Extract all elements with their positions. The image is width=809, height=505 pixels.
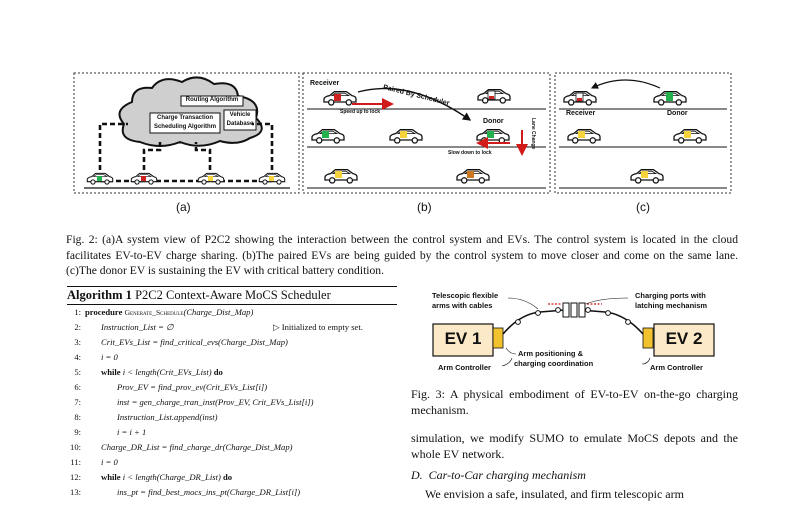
line-number: 5: bbox=[74, 367, 81, 377]
algorithm-line-3: 3: Crit_EVs_List = find_critical_evs(Cha… bbox=[67, 335, 397, 350]
algorithm-line-1: 1: procedure Generate_Schedule(Charge_Di… bbox=[67, 305, 397, 320]
algorithm-line-4: 4: i = 0 bbox=[67, 350, 397, 365]
while-condition: i < length(Crit_EVs_List) bbox=[122, 367, 212, 377]
algorithm-line-5: 5: while i < length(Crit_EVs_List) do bbox=[67, 365, 397, 380]
algorithm-line-9: 9: i = i + 1 bbox=[67, 425, 397, 440]
procedure-arg: (Charge_Dist_Map) bbox=[183, 307, 254, 317]
line-code: procedure Generate_Schedule(Charge_Dist_… bbox=[85, 305, 253, 320]
body-paragraph-2: We envision a safe, insulated, and firm … bbox=[425, 487, 684, 501]
figure-3-caption: Fig. 3: A physical embodiment of EV-to-E… bbox=[411, 387, 738, 417]
line-code: while i < length(Charge_DR_List) do bbox=[101, 470, 232, 485]
telescopic-label-1: Telescopic flexible bbox=[432, 291, 499, 300]
line-code: inst = gen_charge_tran_inst(Prov_EV, Cri… bbox=[117, 397, 314, 407]
line-code: ins_pt = find_best_mocs_ins_pt(Charge_DR… bbox=[117, 487, 301, 497]
lane-change-label: Lane Change bbox=[530, 118, 536, 150]
section-heading: D. Car-to-Car charging mechanism bbox=[411, 468, 586, 482]
line-code: i = 0 bbox=[101, 457, 118, 467]
line-number: 7: bbox=[74, 397, 81, 407]
figure-3-graphic bbox=[432, 297, 715, 367]
speed-up-label: Speed up to lock bbox=[340, 109, 381, 115]
line-comment: ▷ Initialized to empty set. bbox=[273, 322, 363, 332]
algorithm-line-2: 2: Instruction_List = ∅ ▷ Initialized to… bbox=[67, 320, 397, 335]
ports-label-2: latching mechanism bbox=[635, 301, 708, 310]
panel-b-frame bbox=[302, 72, 551, 194]
algorithm-line-10: 10: Charge_DR_List = find_charge_dr(Char… bbox=[67, 440, 397, 455]
algorithm-title-text: P2C2 Context-Aware MoCS Scheduler bbox=[135, 288, 331, 302]
telescopic-label-2: arms with cables bbox=[432, 301, 493, 310]
line-number: 6: bbox=[74, 382, 81, 392]
line-number: 10: bbox=[70, 442, 81, 452]
database-label: Database bbox=[226, 121, 254, 127]
body-paragraph: simulation, we modify SUMO to emulate Mo… bbox=[411, 431, 738, 461]
ev1-label: EV 1 bbox=[444, 329, 482, 348]
panel-a-label: (a) bbox=[176, 200, 191, 214]
algorithm-title-number: Algorithm 1 bbox=[67, 288, 132, 302]
algorithm-title: Algorithm 1 P2C2 Context-Aware MoCS Sche… bbox=[67, 287, 331, 303]
while-keyword: while bbox=[101, 472, 121, 482]
line-code: Charge_DR_List = find_charge_dr(Charge_D… bbox=[101, 442, 293, 452]
do-keyword: do bbox=[223, 472, 233, 482]
line-number: 4: bbox=[74, 352, 81, 362]
procedure-name: Generate_Schedule bbox=[124, 308, 184, 317]
do-keyword: do bbox=[213, 367, 223, 377]
algorithm-line-12: 12: while i < length(Charge_DR_List) do bbox=[67, 470, 397, 485]
figure-2-graphic bbox=[73, 72, 732, 194]
ports-label-1: Charging ports with bbox=[635, 291, 706, 300]
procedure-keyword: procedure bbox=[85, 307, 123, 317]
donor-label-c: Donor bbox=[667, 110, 688, 117]
ev2-label: EV 2 bbox=[665, 329, 703, 348]
line-code: while i < length(Crit_EVs_List) do bbox=[101, 365, 223, 380]
line-number: 11: bbox=[70, 457, 81, 467]
line-code: i = i + 1 bbox=[117, 427, 147, 437]
line-number: 12: bbox=[70, 472, 81, 482]
routing-algorithm-label: Routing Algorithm bbox=[185, 97, 239, 103]
line-number: 13: bbox=[70, 487, 81, 497]
line-number: 2: bbox=[74, 322, 81, 332]
donor-label-b: Donor bbox=[483, 118, 504, 125]
panel-a-frame bbox=[73, 72, 300, 194]
panel-c-frame bbox=[554, 72, 732, 194]
arm-controller-left: Arm Controller bbox=[438, 363, 491, 372]
figure-2-caption: Fig. 2: (a)A system view of P2C2 showing… bbox=[66, 233, 738, 277]
figure-3: Telescopic flexible arms with cables Cha… bbox=[410, 284, 750, 379]
while-keyword: while bbox=[101, 367, 121, 377]
while-condition: i < length(Charge_DR_List) bbox=[122, 472, 221, 482]
algorithm-line-6: 6: Prov_EV = find_prov_ev(Crit_EVs_List[… bbox=[67, 380, 397, 395]
panel-c-label: (c) bbox=[636, 200, 650, 214]
line-number: 9: bbox=[74, 427, 81, 437]
algorithm-line-11: 11: i = 0 bbox=[67, 455, 397, 470]
line-code: i = 0 bbox=[101, 352, 118, 362]
arm-positioning-label-2: charging coordination bbox=[514, 359, 594, 368]
line-number: 3: bbox=[74, 337, 81, 347]
receiver-label-c: Receiver bbox=[566, 110, 596, 117]
line-number: 8: bbox=[74, 412, 81, 422]
line-code: Instruction_List.append(inst) bbox=[117, 412, 218, 422]
algorithm-top-rule bbox=[67, 286, 397, 287]
algorithm-line-8: 8: Instruction_List.append(inst) bbox=[67, 410, 397, 425]
figure-2: Routing Algorithm Charge Transaction Sch… bbox=[0, 0, 809, 230]
scheduling-algorithm-label: Scheduling Algorithm bbox=[153, 124, 217, 130]
arm-controller-right: Arm Controller bbox=[650, 363, 703, 372]
vehicle-label: Vehicle bbox=[229, 112, 251, 118]
panel-b-label: (b) bbox=[417, 200, 432, 214]
arm-positioning-label-1: Arm positioning & bbox=[518, 349, 583, 358]
algorithm-line-7: 7: inst = gen_charge_tran_inst(Prov_EV, … bbox=[67, 395, 397, 410]
slow-down-label: Slow down to lock bbox=[448, 150, 492, 156]
line-code: Prov_EV = find_prov_ev(Crit_EVs_List[i]) bbox=[117, 382, 268, 392]
algorithm-line-13: 13: ins_pt = find_best_mocs_ins_pt(Charg… bbox=[67, 485, 397, 500]
line-number: 1: bbox=[74, 307, 81, 317]
line-code: Instruction_List = ∅ bbox=[101, 322, 174, 332]
line-code: Crit_EVs_List = find_critical_evs(Charge… bbox=[101, 337, 288, 347]
receiver-label-b: Receiver bbox=[310, 80, 340, 87]
charge-transaction-label: Charge Transaction bbox=[156, 115, 213, 121]
algorithm-mid-rule bbox=[67, 304, 397, 305]
